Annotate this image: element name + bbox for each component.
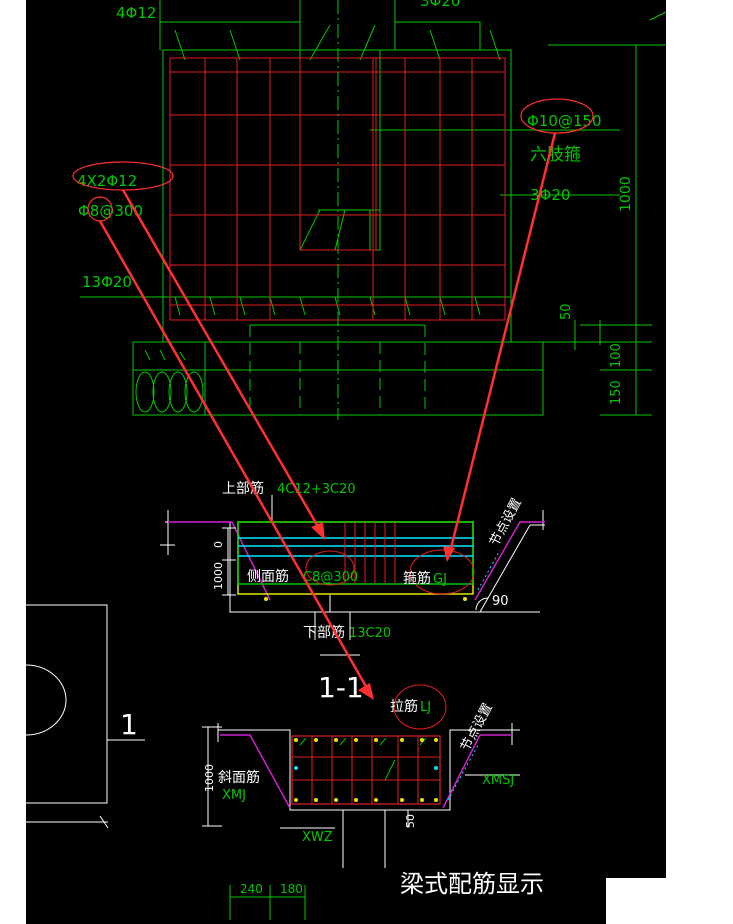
dim-1000-mid: 1000	[212, 562, 225, 590]
tie-value: LJ	[420, 700, 431, 715]
dim-150: 150	[609, 380, 624, 405]
label-tie: Φ8@300	[78, 202, 143, 220]
side-bars-value: C8@300	[303, 570, 358, 585]
slope-label: 斜面筋	[218, 769, 260, 786]
left-detail-mark: 1	[120, 708, 138, 741]
dim-zero: 0	[212, 541, 225, 548]
middle-section-drawing	[160, 495, 545, 656]
bottom-strip-background	[26, 878, 606, 924]
label-top-right: 3Φ20	[420, 0, 460, 10]
lower-section-drawing	[202, 684, 520, 868]
stirrup-value: GJ	[433, 572, 447, 587]
top-bars-label: 上部筋	[222, 480, 264, 497]
label-six-leg: 六肢箍	[530, 145, 581, 165]
top-bars-value: 4C12+3C20	[277, 482, 356, 497]
dim-50: 50	[559, 303, 574, 320]
dim-100: 100	[609, 343, 624, 368]
stirrup-label: 箍筋	[403, 570, 431, 587]
annotation-arrows	[98, 132, 557, 691]
label-mid-right: 3Φ20	[530, 186, 570, 204]
dim-1000-lower: 1000	[203, 764, 216, 792]
label-left-bars: 4X2Φ12	[77, 172, 137, 190]
bottom-bars-value: 13C20	[349, 626, 391, 641]
dim-height: 1000	[618, 176, 634, 212]
label-stirrup: Φ10@150	[527, 112, 602, 130]
dim-50-lower: 50	[404, 814, 417, 828]
top-rebar-grid	[169, 57, 506, 321]
top-section-drawing	[80, 0, 667, 416]
tie-label: 拉筋	[390, 698, 418, 715]
side-bars-label: 侧面筋	[247, 568, 289, 585]
bottom-bars-label: 下部筋	[303, 624, 345, 641]
label-bottom: 13Φ20	[82, 273, 132, 291]
arrow-heads	[311, 522, 455, 700]
dim-180: 180	[280, 882, 303, 896]
bottom-partial-title: 梁式配筋显示	[400, 870, 544, 898]
slope-right: XMSJ	[482, 773, 514, 788]
highlight-stirrup	[520, 98, 594, 134]
slope-left: XMJ	[222, 788, 246, 803]
section-mark: 1-1	[318, 671, 364, 704]
dim-240: 240	[240, 882, 263, 896]
bottom-width: XWZ	[302, 830, 333, 845]
left-detail	[25, 604, 145, 829]
bottom-strip	[229, 885, 306, 920]
drawing-background	[26, 0, 666, 878]
label-top-left: 4Φ12	[116, 4, 156, 22]
angle-label: 90	[492, 594, 509, 609]
lower-rebar-dots	[294, 738, 438, 802]
